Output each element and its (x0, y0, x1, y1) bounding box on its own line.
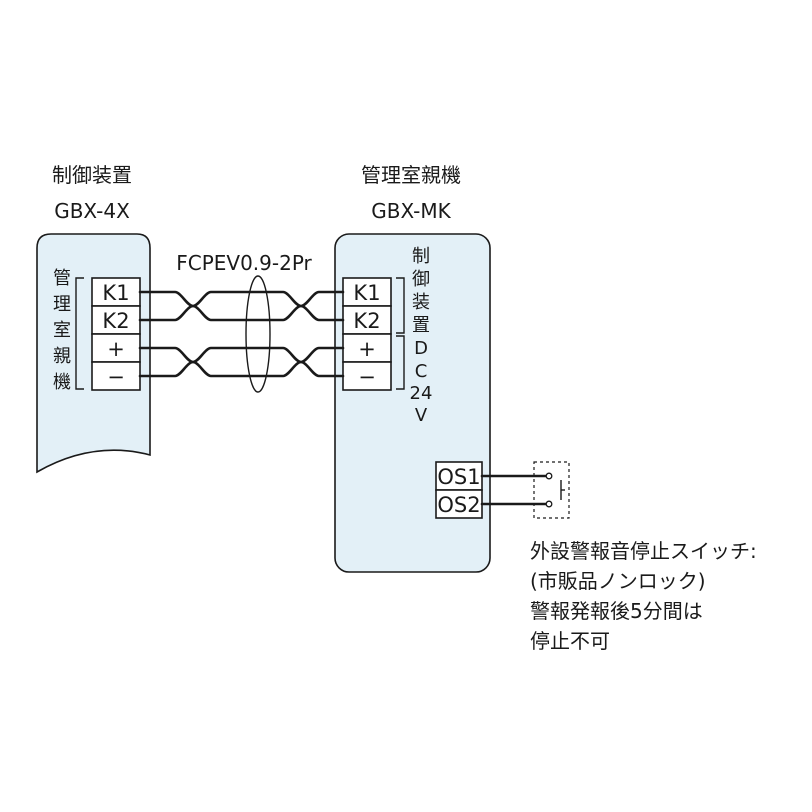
external-stop-switch (480, 461, 570, 519)
right-terminal-label: − (358, 365, 376, 389)
switch-note-line: 警報発報後5分間は (530, 599, 703, 623)
right-side-char: 置 (412, 315, 430, 336)
twisted-pair-top (138, 290, 345, 322)
terminal-os2 (435, 489, 483, 519)
left-unit-name: 制御装置 (52, 163, 132, 187)
right-side-char: D (414, 338, 428, 359)
right-terminal-label: + (358, 337, 376, 361)
right-side-char: 24 (410, 383, 433, 404)
switch-note-line: (市販品ノンロック) (530, 569, 706, 593)
wire-plus (138, 346, 345, 364)
switch-dashed-box (533, 461, 570, 519)
right-bracket-top (396, 277, 405, 334)
right-terminal-minus (342, 361, 392, 391)
left-terminal-label: K2 (102, 309, 129, 333)
twisted-pair-bottom (138, 346, 345, 378)
left-unit-model: GBX-4X (54, 199, 130, 223)
left-terminal-label: − (107, 365, 125, 389)
switch-terminal-label: OS2 (437, 493, 480, 517)
switch-contact (545, 500, 553, 508)
left-unit-side-label: 管 理 室 親 機 (53, 268, 71, 393)
right-bracket-bottom (396, 335, 405, 390)
switch-note-line: 外設警報音停止スイッチ: (530, 539, 757, 563)
left-side-char: 親 (53, 346, 71, 367)
wire-k2 (138, 304, 345, 322)
right-side-char: V (415, 405, 428, 426)
right-side-label-top: 制 御 装 置 (412, 246, 430, 336)
left-terminal-block: K1 K2 + − (91, 277, 141, 391)
right-unit-model: GBX-MK (371, 199, 451, 223)
cable-label: FCPEV0.9-2Pr (176, 251, 312, 275)
left-terminal-k1 (91, 277, 141, 307)
right-terminal-k2 (342, 305, 392, 335)
left-side-char: 室 (53, 320, 71, 341)
switch-terminal-block: OS1 OS2 (435, 461, 483, 519)
right-terminal-plus (342, 333, 392, 363)
switch-note: 外設警報音停止スイッチ: (市販品ノンロック) 警報発報後5分間は 停止不可 (530, 539, 757, 653)
left-terminal-k2 (91, 305, 141, 335)
right-side-char: 装 (412, 292, 430, 313)
right-side-char: C (415, 361, 428, 382)
right-terminal-k1 (342, 277, 392, 307)
switch-contact (545, 472, 553, 480)
left-terminal-label: + (107, 337, 125, 361)
left-side-char: 機 (53, 372, 71, 393)
left-terminal-label: K1 (102, 281, 129, 305)
wire-k1 (138, 290, 345, 308)
right-unit-name: 管理室親機 (361, 163, 461, 187)
cable-bundle-ellipse (245, 275, 271, 393)
right-terminal-label: K2 (353, 309, 380, 333)
right-terminal-block: K1 K2 + − (342, 277, 392, 391)
right-side-label-bottom: D C 24 V (410, 338, 433, 426)
right-side-char: 御 (412, 269, 430, 290)
right-side-char: 制 (412, 246, 430, 267)
switch-note-line: 停止不可 (530, 629, 610, 653)
right-terminal-label: K1 (353, 281, 380, 305)
left-bracket (75, 277, 84, 390)
left-side-char: 理 (53, 294, 71, 315)
left-side-char: 管 (53, 268, 71, 289)
wire-minus (138, 360, 345, 378)
switch-terminal-label: OS1 (437, 465, 480, 489)
